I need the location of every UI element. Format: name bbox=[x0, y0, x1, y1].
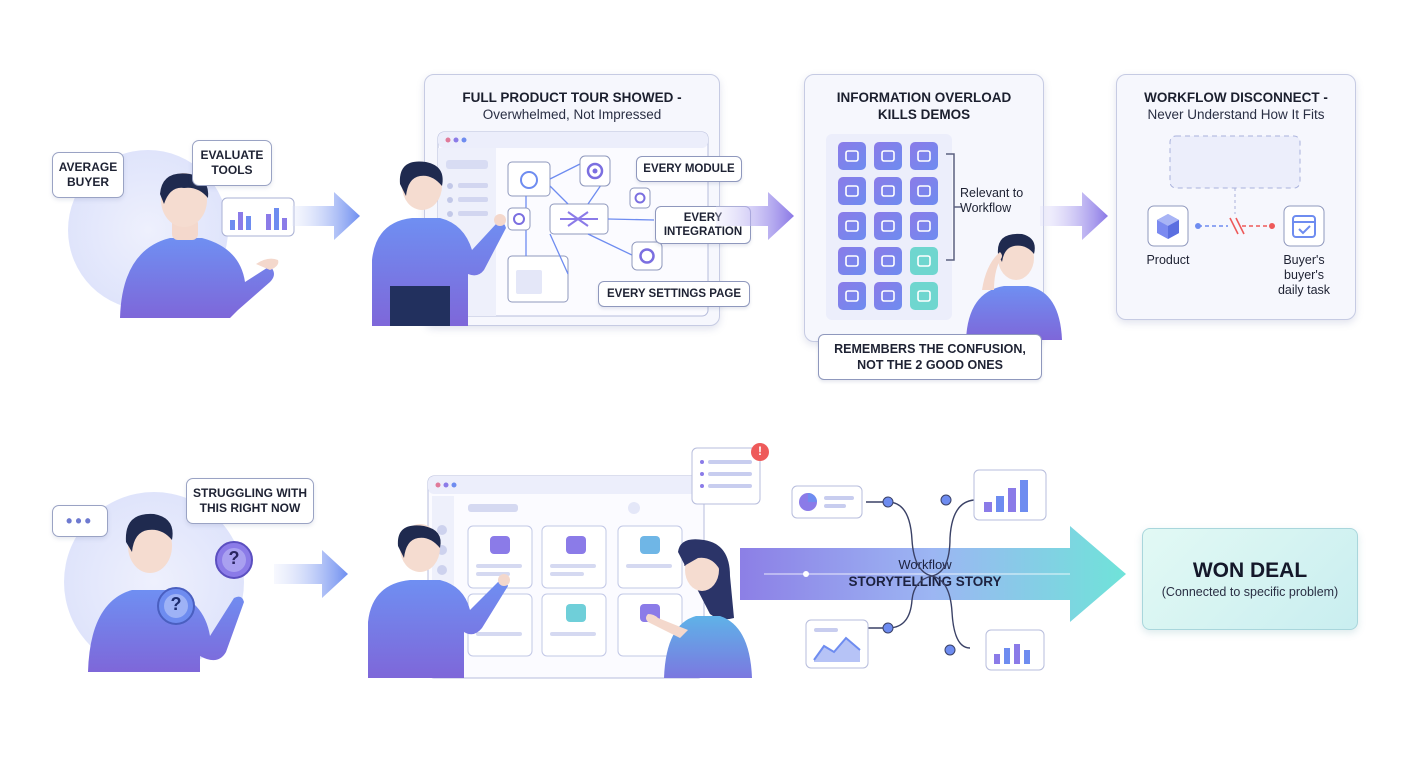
bracket bbox=[946, 153, 962, 261]
feature-tile bbox=[838, 282, 866, 310]
typing-dots-bubble: ••• bbox=[52, 505, 108, 537]
notification-card bbox=[691, 447, 761, 505]
remembers-confusion-text: REMEMBERS THE CONFUSION, NOT THE 2 GOOD … bbox=[834, 342, 1026, 372]
feature-tile-glyph bbox=[845, 185, 859, 197]
person-icon bbox=[120, 173, 279, 318]
daily-task-label: Buyer's buyer's daily task bbox=[1268, 253, 1340, 298]
feature-tile-glyph bbox=[845, 220, 859, 232]
product-tour-title: FULL PRODUCT TOUR SHOWED - bbox=[462, 90, 682, 105]
workflow-disconnect-title: WORKFLOW DISCONNECT - bbox=[1144, 90, 1328, 105]
every-module-tag: EVERY MODULE bbox=[636, 156, 742, 182]
pie-chart-icon bbox=[791, 485, 863, 519]
feature-tile-glyph bbox=[845, 290, 859, 302]
question-icon bbox=[215, 541, 253, 579]
average-buyer-label: AVERAGE BUYER bbox=[58, 160, 118, 189]
line-chart-icon bbox=[805, 619, 869, 669]
struggling-bubble: STRUGGLING WITH THIS RIGHT NOW bbox=[186, 478, 314, 524]
product-label: Product bbox=[1146, 253, 1190, 267]
feature-tile-glyph bbox=[917, 255, 931, 267]
information-overload-title-text: INFORMATION OVERLOAD KILLS DEMOS bbox=[836, 90, 1012, 122]
feature-tile bbox=[910, 177, 938, 205]
feature-tile bbox=[838, 247, 866, 275]
storytelling-line1: Workflow bbox=[898, 557, 952, 572]
product-tour-subtitle: Overwhelmed, Not Impressed bbox=[482, 107, 662, 122]
gear-icon bbox=[507, 207, 531, 231]
feature-tile bbox=[874, 177, 902, 205]
question-mark-top: ? bbox=[228, 548, 240, 568]
bar-chart-icon bbox=[985, 629, 1045, 671]
feature-tile-glyph bbox=[917, 150, 931, 162]
gear-icon bbox=[629, 187, 651, 209]
arrow-1 bbox=[292, 192, 360, 240]
feature-tile-glyph bbox=[881, 220, 895, 232]
feature-tile bbox=[874, 212, 902, 240]
feature-tile-glyph bbox=[917, 220, 931, 232]
feature-tile-glyph bbox=[881, 255, 895, 267]
every-settings-tag: EVERY SETTINGS PAGE bbox=[598, 281, 750, 307]
question-mark-bottom: ? bbox=[170, 594, 182, 614]
app-window-workflow bbox=[427, 475, 705, 679]
person-icon bbox=[372, 161, 506, 326]
gear-icon bbox=[579, 155, 611, 187]
arrow-2 bbox=[716, 192, 794, 240]
information-overload-title: INFORMATION OVERLOAD KILLS DEMOS bbox=[805, 89, 1043, 123]
every-integration-label: EVERY INTEGRATION bbox=[663, 212, 743, 238]
relevant-feature-tile bbox=[910, 282, 938, 310]
person-icon bbox=[646, 539, 752, 678]
feature-tile-glyph bbox=[917, 290, 931, 302]
feature-tile-glyph bbox=[845, 255, 859, 267]
arrow-4 bbox=[274, 550, 348, 598]
workflow-disconnect-panel: WORKFLOW DISCONNECT - Never Understand H… bbox=[1116, 74, 1356, 320]
daily-task-text: Buyer's buyer's daily task bbox=[1277, 253, 1331, 297]
won-deal-card: WON DEAL (Connected to specific problem) bbox=[1142, 528, 1358, 630]
feature-tile bbox=[838, 142, 866, 170]
feature-grid bbox=[826, 134, 952, 320]
feature-tile bbox=[874, 282, 902, 310]
relevant-to-workflow-label: Relevant to Workflow bbox=[960, 186, 1032, 216]
alert-badge-mark: ! bbox=[758, 444, 762, 458]
feature-tile bbox=[874, 142, 902, 170]
struggling-label: STRUGGLING WITH THIS RIGHT NOW bbox=[193, 486, 307, 515]
story-connectors bbox=[866, 494, 975, 656]
disconnect-diagram bbox=[1169, 135, 1301, 235]
workflow-disconnect-subtitle: Never Understand How It Fits bbox=[1147, 107, 1325, 122]
won-deal-title: WON DEAL bbox=[1192, 559, 1308, 582]
person-icon bbox=[966, 233, 1062, 340]
question-icon bbox=[157, 587, 195, 625]
evaluate-tools-label: EVALUATE TOOLS bbox=[200, 148, 264, 177]
average-buyer-bubble: AVERAGE BUYER bbox=[52, 152, 124, 198]
cube-icon bbox=[1147, 205, 1189, 247]
bar-chart-icon bbox=[973, 469, 1047, 521]
relevant-to-workflow-text: Relevant to Workflow bbox=[960, 186, 1024, 215]
gear-icon bbox=[631, 241, 663, 271]
alert-badge-icon bbox=[751, 443, 769, 461]
feature-tile bbox=[874, 247, 902, 275]
feature-tile-glyph bbox=[881, 185, 895, 197]
evaluate-tools-bubble: EVALUATE TOOLS bbox=[192, 140, 272, 186]
feature-tile bbox=[838, 177, 866, 205]
arrow-3 bbox=[1040, 192, 1108, 240]
storytelling-line2: STORYTELLING STORY bbox=[848, 574, 1002, 589]
typing-dots: ••• bbox=[66, 510, 94, 531]
calendar-check-icon bbox=[1283, 205, 1325, 247]
person-icon bbox=[88, 513, 244, 672]
won-deal-subtitle: (Connected to specific problem) bbox=[1161, 585, 1339, 599]
remembers-confusion-caption: REMEMBERS THE CONFUSION, NOT THE 2 GOOD … bbox=[818, 334, 1042, 380]
storytelling-arrow bbox=[740, 526, 1126, 622]
feature-tile-glyph bbox=[881, 150, 895, 162]
feature-tile bbox=[910, 142, 938, 170]
feature-tile bbox=[838, 212, 866, 240]
feature-tile bbox=[910, 212, 938, 240]
person-icon bbox=[368, 524, 510, 678]
relevant-feature-tile bbox=[910, 247, 938, 275]
feature-tile-glyph bbox=[845, 150, 859, 162]
feature-tile-glyph bbox=[917, 185, 931, 197]
bar-chart-icon bbox=[221, 197, 295, 237]
feature-tile-glyph bbox=[881, 290, 895, 302]
